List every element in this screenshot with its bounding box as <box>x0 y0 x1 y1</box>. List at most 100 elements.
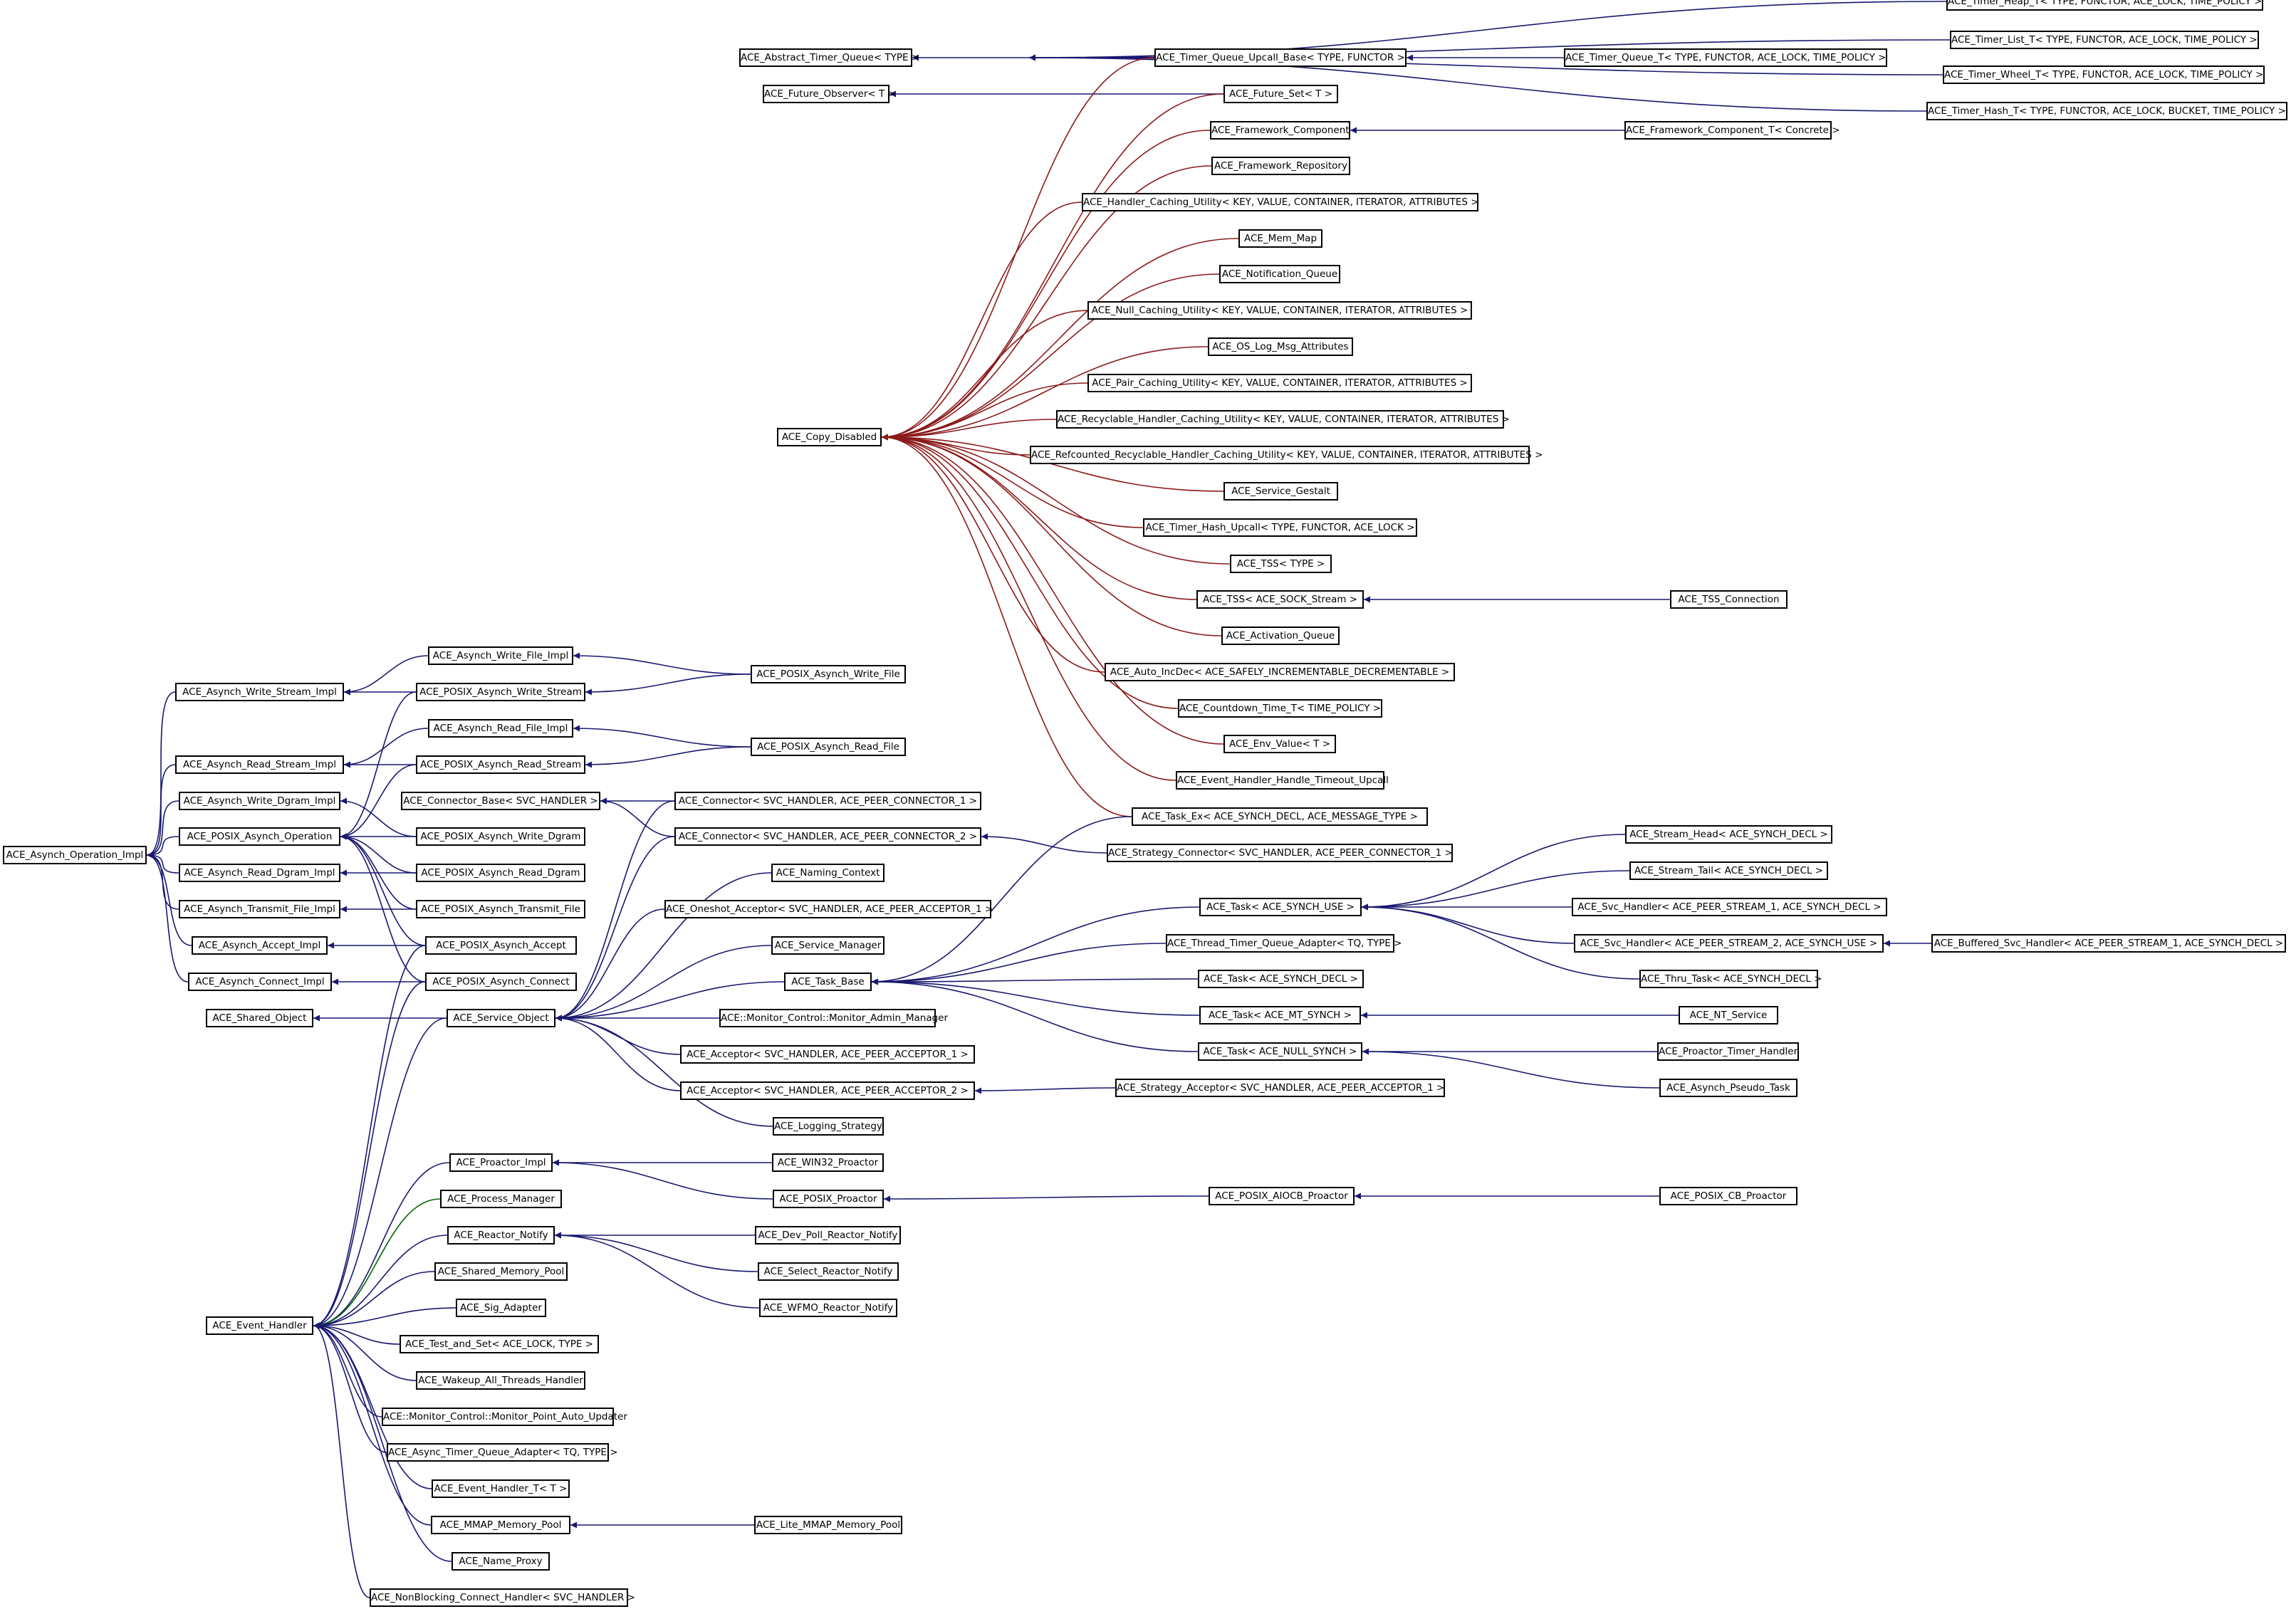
class-node-async-connect-impl[interactable]: ACE_Asynch_Connect_Impl <box>188 973 332 991</box>
class-node-async-timer[interactable]: ACE_Async_Timer_Queue_Adapter< TQ, TYPE … <box>387 1443 618 1462</box>
class-node-handler-caching[interactable]: ACE_Handler_Caching_Utility< KEY, VALUE,… <box>1082 193 1479 211</box>
class-node-posix-read-dgram[interactable]: ACE_POSIX_Asynch_Read_Dgram <box>416 864 585 882</box>
class-node-posix-op[interactable]: ACE_POSIX_Asynch_Operation <box>179 827 340 846</box>
class-node-task-synch-decl[interactable]: ACE_Task< ACE_SYNCH_DECL > <box>1198 970 1364 988</box>
class-node-posix-read-file[interactable]: ACE_POSIX_Asynch_Read_File <box>751 738 906 756</box>
class-node-logging-strategy[interactable]: ACE_Logging_Strategy <box>773 1117 884 1136</box>
class-node-async-accept-impl[interactable]: ACE_Asynch_Accept_Impl <box>192 936 328 955</box>
class-node-service-object[interactable]: ACE_Service_Object <box>447 1009 555 1027</box>
class-node-posix-write-stream[interactable]: ACE_POSIX_Asynch_Write_Stream <box>416 683 585 701</box>
class-node-svc-handler-1[interactable]: ACE_Svc_Handler< ACE_PEER_STREAM_1, ACE_… <box>1572 898 1887 916</box>
class-node-dev-poll[interactable]: ACE_Dev_Poll_Reactor_Notify <box>755 1226 901 1244</box>
class-node-fw-component-t[interactable]: ACE_Framework_Component_T< Concrete > <box>1624 121 1840 140</box>
class-node-lite-mmap[interactable]: ACE_Lite_MMAP_Memory_Pool <box>754 1516 902 1534</box>
class-node-acceptor-2[interactable]: ACE_Acceptor< SVC_HANDLER, ACE_PEER_ACCE… <box>680 1081 975 1100</box>
class-node-env-value[interactable]: ACE_Env_Value< T > <box>1223 735 1336 753</box>
class-node-async-write-stream-impl[interactable]: ACE_Asynch_Write_Stream_Impl <box>175 683 344 701</box>
class-node-tss-sock[interactable]: ACE_TSS< ACE_SOCK_Stream > <box>1196 590 1364 609</box>
class-node-asynch-pseudo[interactable]: ACE_Asynch_Pseudo_Task <box>1659 1079 1797 1097</box>
class-node-task-synch-use[interactable]: ACE_Task< ACE_SYNCH_USE > <box>1199 898 1362 916</box>
class-node-test-and-set[interactable]: ACE_Test_and_Set< ACE_LOCK, TYPE > <box>400 1335 599 1353</box>
class-node-process-manager[interactable]: ACE_Process_Manager <box>440 1190 562 1208</box>
class-node-task-ex[interactable]: ACE_Task_Ex< ACE_SYNCH_DECL, ACE_MESSAGE… <box>1132 807 1428 826</box>
class-node-event-handler[interactable]: ACE_Event_Handler <box>206 1316 313 1335</box>
class-node-async-write-file-impl[interactable]: ACE_Asynch_Write_File_Impl <box>428 646 573 665</box>
class-node-recyc-caching[interactable]: ACE_Recyclable_Handler_Caching_Utility< … <box>1056 410 1510 429</box>
class-node-timer-hash[interactable]: ACE_Timer_Hash_T< TYPE, FUNCTOR, ACE_LOC… <box>1926 102 2287 120</box>
class-node-proactor-impl[interactable]: ACE_Proactor_Impl <box>449 1153 553 1172</box>
class-node-task-null[interactable]: ACE_Task< ACE_NULL_SYNCH > <box>1198 1042 1362 1061</box>
class-node-fw-repository[interactable]: ACE_Framework_Repository <box>1211 157 1350 175</box>
class-node-connector-1[interactable]: ACE_Connector< SVC_HANDLER, ACE_PEER_CON… <box>674 792 981 810</box>
class-node-monitor-point[interactable]: ACE::Monitor_Control::Monitor_Point_Auto… <box>382 1408 627 1426</box>
class-node-tq-upcall-base[interactable]: ACE_Timer_Queue_Upcall_Base< TYPE, FUNCT… <box>1154 48 1407 67</box>
class-node-mem-map[interactable]: ACE_Mem_Map <box>1238 229 1322 248</box>
class-node-naming-ctx[interactable]: ACE_Naming_Context <box>771 864 885 882</box>
class-node-posix-read-stream[interactable]: ACE_POSIX_Asynch_Read_Stream <box>416 755 585 774</box>
class-node-eh-timeout[interactable]: ACE_Event_Handler_Handle_Timeout_Upcall <box>1176 771 1389 790</box>
class-node-nonblocking[interactable]: ACE_NonBlocking_Connect_Handler< SVC_HAN… <box>370 1588 635 1607</box>
class-node-posix-cb[interactable]: ACE_POSIX_CB_Proactor <box>1659 1187 1797 1205</box>
class-node-oneshot[interactable]: ACE_Oneshot_Acceptor< SVC_HANDLER, ACE_P… <box>664 900 993 918</box>
class-node-task-base[interactable]: ACE_Task_Base <box>784 973 872 991</box>
class-node-pair-caching[interactable]: ACE_Pair_Caching_Utility< KEY, VALUE, CO… <box>1087 374 1472 392</box>
class-node-shared-object[interactable]: ACE_Shared_Object <box>206 1009 313 1027</box>
class-node-notif-queue[interactable]: ACE_Notification_Queue <box>1219 265 1340 283</box>
class-node-select-notify[interactable]: ACE_Select_Reactor_Notify <box>758 1262 899 1281</box>
class-node-posix-write-dgram[interactable]: ACE_POSIX_Asynch_Write_Dgram <box>416 827 585 846</box>
class-node-posix-connect[interactable]: ACE_POSIX_Asynch_Connect <box>425 973 577 991</box>
class-node-os-log[interactable]: ACE_OS_Log_Msg_Attributes <box>1208 337 1353 356</box>
class-node-buffered-svc[interactable]: ACE_Buffered_Svc_Handler< ACE_PEER_STREA… <box>1931 934 2286 953</box>
class-node-monitor-admin[interactable]: ACE::Monitor_Control::Monitor_Admin_Mana… <box>719 1009 948 1027</box>
class-node-sig-adapter[interactable]: ACE_Sig_Adapter <box>456 1299 546 1317</box>
class-node-stream-tail[interactable]: ACE_Stream_Tail< ACE_SYNCH_DECL > <box>1629 861 1828 880</box>
class-node-async-write-dgram-impl[interactable]: ACE_Asynch_Write_Dgram_Impl <box>179 792 340 810</box>
class-node-strat-conn[interactable]: ACE_Strategy_Connector< SVC_HANDLER, ACE… <box>1107 844 1453 862</box>
class-node-wakeup[interactable]: ACE_Wakeup_All_Threads_Handler <box>416 1371 585 1390</box>
class-node-posix-proactor[interactable]: ACE_POSIX_Proactor <box>773 1190 884 1208</box>
class-node-timer-queue-t[interactable]: ACE_Timer_Queue_T< TYPE, FUNCTOR, ACE_LO… <box>1564 48 1888 67</box>
class-node-nt-service[interactable]: ACE_NT_Service <box>1679 1006 1778 1025</box>
class-node-svc-gestalt[interactable]: ACE_Service_Gestalt <box>1223 482 1338 501</box>
class-node-null-caching[interactable]: ACE_Null_Caching_Utility< KEY, VALUE, CO… <box>1087 301 1472 320</box>
class-node-posix-tf[interactable]: ACE_POSIX_Asynch_Transmit_File <box>416 900 585 918</box>
class-node-connector-2[interactable]: ACE_Connector< SVC_HANDLER, ACE_PEER_CON… <box>674 827 981 846</box>
class-node-async-read-stream-impl[interactable]: ACE_Asynch_Read_Stream_Impl <box>175 755 344 774</box>
class-node-stream-head[interactable]: ACE_Stream_Head< ACE_SYNCH_DECL > <box>1625 825 1832 844</box>
class-node-conn-base[interactable]: ACE_Connector_Base< SVC_HANDLER > <box>401 792 600 810</box>
class-node-win32-proactor[interactable]: ACE_WIN32_Proactor <box>772 1153 884 1172</box>
class-node-strat-acceptor[interactable]: ACE_Strategy_Acceptor< SVC_HANDLER, ACE_… <box>1115 1079 1445 1097</box>
class-node-timer-wheel[interactable]: ACE_Timer_Wheel_T< TYPE, FUNCTOR, ACE_LO… <box>1943 65 2265 84</box>
class-node-async-read-dgram-impl[interactable]: ACE_Asynch_Read_Dgram_Impl <box>179 864 340 882</box>
class-node-auto-incdec[interactable]: ACE_Auto_IncDec< ACE_SAFELY_INCREMENTABL… <box>1105 663 1455 681</box>
class-node-reactor-notify[interactable]: ACE_Reactor_Notify <box>447 1226 555 1244</box>
class-node-activation-queue[interactable]: ACE_Activation_Queue <box>1221 627 1340 645</box>
class-node-tss-type[interactable]: ACE_TSS< TYPE > <box>1230 555 1332 573</box>
class-node-timer-hash-upcall[interactable]: ACE_Timer_Hash_Upcall< TYPE, FUNCTOR, AC… <box>1143 518 1417 537</box>
class-node-posix-accept[interactable]: ACE_POSIX_Asynch_Accept <box>425 936 577 955</box>
class-node-countdown[interactable]: ACE_Countdown_Time_T< TIME_POLICY > <box>1178 699 1382 718</box>
class-node-copy-disabled[interactable]: ACE_Copy_Disabled <box>777 428 882 446</box>
class-node-async-read-file-impl[interactable]: ACE_Asynch_Read_File_Impl <box>428 719 573 738</box>
class-node-wfmo-notify[interactable]: ACE_WFMO_Reactor_Notify <box>759 1299 897 1317</box>
class-node-mmap-pool[interactable]: ACE_MMAP_Memory_Pool <box>431 1516 570 1534</box>
class-node-fw-component[interactable]: ACE_Framework_Component <box>1210 121 1350 140</box>
class-node-async-op-impl[interactable]: ACE_Asynch_Operation_Impl <box>3 846 147 864</box>
class-node-timer-heap[interactable]: ACE_Timer_Heap_T< TYPE, FUNCTOR, ACE_LOC… <box>1946 0 2264 11</box>
class-node-timer-list[interactable]: ACE_Timer_List_T< TYPE, FUNCTOR, ACE_LOC… <box>1950 31 2259 49</box>
class-node-refc-caching[interactable]: ACE_Refcounted_Recyclable_Handler_Cachin… <box>1030 446 1543 464</box>
class-node-tss-conn[interactable]: ACE_TSS_Connection <box>1670 590 1788 609</box>
class-node-proactor-timer[interactable]: ACE_Proactor_Timer_Handler <box>1657 1042 1799 1061</box>
class-node-event-handler-t[interactable]: ACE_Event_Handler_T< T > <box>432 1479 570 1498</box>
class-node-abs-timer-queue[interactable]: ACE_Abstract_Timer_Queue< TYPE > <box>739 48 919 67</box>
class-node-thread-timer[interactable]: ACE_Thread_Timer_Queue_Adapter< TQ, TYPE… <box>1166 934 1402 953</box>
class-node-future-observer[interactable]: ACE_Future_Observer< T > <box>763 85 896 103</box>
class-node-shared-mem-pool[interactable]: ACE_Shared_Memory_Pool <box>434 1262 568 1281</box>
class-node-future-set[interactable]: ACE_Future_Set< T > <box>1223 85 1338 103</box>
class-node-svc-handler-2[interactable]: ACE_Svc_Handler< ACE_PEER_STREAM_2, ACE_… <box>1574 934 1884 953</box>
class-node-thru-task[interactable]: ACE_Thru_Task< ACE_SYNCH_DECL > <box>1639 970 1822 988</box>
class-node-svc-manager[interactable]: ACE_Service_Manager <box>771 936 885 955</box>
class-node-async-tf-impl[interactable]: ACE_Asynch_Transmit_File_Impl <box>179 900 340 918</box>
class-node-acceptor-1[interactable]: ACE_Acceptor< SVC_HANDLER, ACE_PEER_ACCE… <box>680 1045 975 1064</box>
class-node-task-mt[interactable]: ACE_Task< ACE_MT_SYNCH > <box>1199 1006 1361 1025</box>
